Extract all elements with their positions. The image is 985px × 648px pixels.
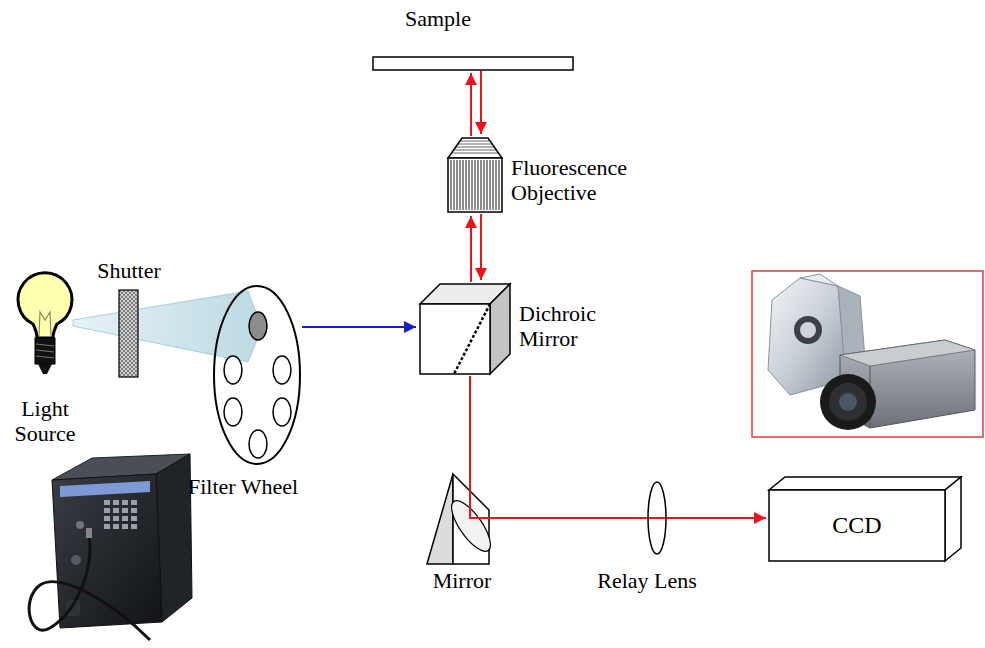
rib-line <box>457 160 458 210</box>
filter-slot <box>249 430 267 458</box>
rib-line <box>496 160 497 210</box>
cap-rib <box>454 150 497 151</box>
shutter-body <box>119 290 138 377</box>
dichroic-cube-shape <box>418 282 512 376</box>
rib-line <box>490 160 491 210</box>
relay-lens: Relay Lens <box>646 480 668 556</box>
dichroic-cube: Dichroic Mirror <box>418 282 512 376</box>
filter-slot <box>249 312 267 340</box>
emission-beam <box>469 376 471 470</box>
bulb-glass <box>18 273 72 338</box>
ccd-camera-box: CCD <box>768 476 962 562</box>
thread-line <box>36 356 54 358</box>
filter-wheel-shape <box>212 284 302 466</box>
filter-slot <box>224 356 242 384</box>
rib-line <box>475 160 476 210</box>
excitation-arrow <box>470 73 472 136</box>
objective-cap <box>448 138 502 158</box>
rib-line <box>463 160 464 210</box>
box-front <box>769 490 945 561</box>
part-label: Fluorescence Objective <box>511 155 651 206</box>
part-label: Relay Lens <box>597 568 697 593</box>
rib-line <box>469 160 470 210</box>
camera-photo <box>752 271 983 437</box>
excitation-beam <box>302 326 416 328</box>
part-label: Sample <box>405 6 471 31</box>
objective-lens: Fluorescence Objective <box>446 136 504 214</box>
rib-line <box>481 160 482 210</box>
rib-line <box>478 160 479 210</box>
fold-mirror: Mirror <box>425 470 491 566</box>
dichroic-plane <box>454 304 490 374</box>
filter-slot <box>224 398 242 426</box>
box-top <box>769 477 961 490</box>
emission-beam <box>668 517 766 519</box>
thread-line <box>36 350 54 352</box>
bulb-base <box>35 338 55 364</box>
part-label: Dichroic Mirror <box>519 301 619 352</box>
sample-slide-shape <box>372 56 574 71</box>
mirror-side <box>427 474 453 564</box>
filter-slot <box>273 398 291 426</box>
emission-arrow <box>480 214 482 280</box>
objective-lens-shape <box>446 136 504 214</box>
sample-slide: Sample <box>372 56 574 71</box>
cap-ribs <box>452 141 499 153</box>
objective-ribs <box>451 160 499 210</box>
cap-rib <box>452 153 499 154</box>
base-threads <box>36 344 54 358</box>
excitation-arrow <box>470 216 472 282</box>
wheel-rim <box>214 286 300 464</box>
part-label: Shutter <box>97 258 161 283</box>
light-bulb-shape <box>16 270 74 378</box>
box-label: CCD <box>768 490 946 562</box>
shutter-plate-shape <box>118 289 139 378</box>
filament <box>39 312 51 336</box>
rib-line <box>487 160 488 210</box>
filter-slots <box>224 312 291 458</box>
reflected-beam <box>470 470 491 518</box>
rib-line <box>472 160 473 210</box>
fold-mirror-shape <box>425 470 491 566</box>
lens-outline <box>648 482 666 554</box>
emission-beam <box>491 517 646 519</box>
shutter-plate: Shutter <box>118 289 139 378</box>
rib-line <box>451 160 452 210</box>
filter-slot <box>273 356 291 384</box>
beam-through-lens <box>646 517 668 519</box>
cap-rib <box>458 144 492 145</box>
rib-line <box>454 160 455 210</box>
part-label: Filter Wheel <box>188 474 298 499</box>
thread-line <box>36 344 54 346</box>
rib-line <box>499 160 500 210</box>
relay-lens-shape <box>646 480 668 556</box>
bulb-tip <box>38 364 52 374</box>
filter-wheel: Filter Wheel <box>212 284 302 466</box>
rib-line <box>460 160 461 210</box>
light-bulb: Light Source <box>16 270 74 378</box>
cap-rib <box>456 147 495 148</box>
cap-rib <box>460 141 490 142</box>
part-label: Light Source <box>7 396 83 447</box>
objective-body <box>448 158 502 212</box>
box-side <box>945 477 961 561</box>
rib-line <box>484 160 485 210</box>
cube-side <box>490 284 510 374</box>
part-label: Mirror <box>433 568 492 593</box>
cube-front <box>420 304 490 374</box>
emission-arrow <box>480 71 482 134</box>
slide-outline <box>373 57 573 70</box>
rib-line <box>493 160 494 210</box>
light-source-photo <box>29 454 192 640</box>
rib-line <box>466 160 467 210</box>
